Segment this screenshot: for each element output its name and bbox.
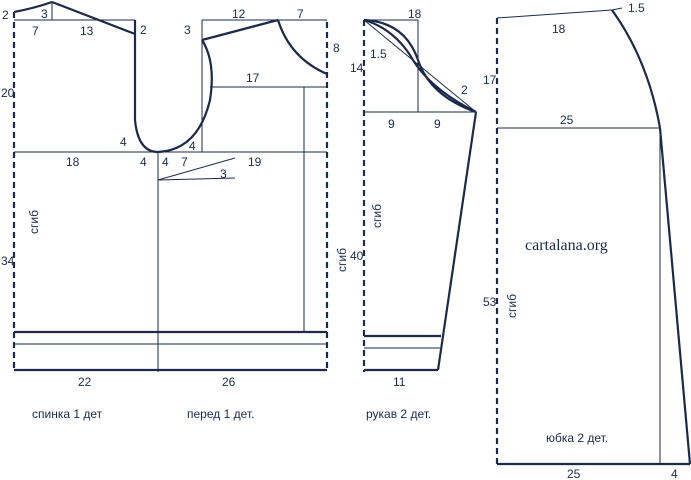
- dim-waist-4a: 4: [140, 155, 147, 169]
- fold-label-skirt: сгиб: [505, 294, 519, 318]
- dim-skirt-25-hem: 25: [567, 467, 581, 480]
- dim-waist-19: 19: [248, 155, 262, 169]
- back-neckline: [13, 0, 53, 14]
- dim-top-3: 3: [41, 7, 48, 21]
- dim-top-13: 13: [80, 24, 94, 38]
- skirt-hip-curve: [611, 9, 662, 129]
- front-armhole-curve: [157, 39, 213, 154]
- dim-sleeve-9b: 9: [434, 117, 441, 131]
- bodice-pattern: [12, 0, 329, 372]
- caption-front: перед 1 дет.: [187, 407, 254, 421]
- caption-back: спинка 1 дет: [32, 407, 103, 421]
- dart-upper: [157, 157, 236, 181]
- caption-skirt: юбка 2 дет.: [546, 431, 608, 445]
- dim-sleeve-9a: 9: [388, 117, 395, 131]
- dim-sleeve-14: 14: [350, 61, 364, 75]
- sleeve-labels: 18 14 1.5 2 9 9 40 сгиб 11 рукав 2 дет.: [350, 7, 468, 421]
- dim-top-12: 12: [232, 7, 246, 21]
- dim-side-8: 8: [333, 41, 340, 55]
- dim-mid-17: 17: [246, 71, 260, 85]
- dim-top-left-2: 2: [2, 8, 9, 22]
- dim-sleeve-11: 11: [393, 375, 406, 389]
- fold-label-back: сгиб: [27, 210, 41, 234]
- skirt-side-seam: [658, 127, 691, 465]
- skirt-pattern: [495, 7, 691, 466]
- sleeve-pattern: [362, 18, 478, 372]
- dim-waist-18: 18: [66, 155, 80, 169]
- dim-armhole-front-3: 3: [184, 23, 191, 37]
- fold-label-front: сгиб: [335, 248, 349, 272]
- dim-skirt-15: 1.5: [628, 1, 645, 15]
- dim-bottom-26: 26: [222, 375, 236, 389]
- dim-sleeve-40: 40: [350, 249, 364, 263]
- dim-sleeve-15: 1.5: [370, 47, 387, 61]
- dim-armhole-back-2: 2: [140, 23, 147, 37]
- dim-armhole-4a: 4: [120, 135, 127, 149]
- skirt-dim-pointer: [611, 7, 623, 11]
- dim-dart-3: 3: [220, 167, 227, 181]
- skirt-waist-line: [496, 9, 613, 19]
- bodice-labels: 2 3 7 13 2 3 12 7 8 20 17 4 4 18 4 4 7 1…: [1, 7, 349, 421]
- dim-left-34: 34: [1, 254, 15, 268]
- sleeve-cap-curve-b: [363, 18, 477, 113]
- dim-skirt-18: 18: [552, 22, 566, 36]
- dim-skirt-17: 17: [483, 73, 497, 87]
- dart-lower: [157, 177, 236, 181]
- caption-sleeve: рукав 2 дет.: [366, 407, 431, 421]
- back-shoulder-line: [51, 0, 136, 36]
- dim-waist-4b: 4: [162, 155, 169, 169]
- dim-left-20: 20: [1, 86, 15, 100]
- dim-sleeve-18: 18: [408, 7, 422, 21]
- dim-skirt-4: 4: [671, 467, 678, 480]
- front-neckline: [276, 19, 328, 76]
- dim-top-7: 7: [32, 24, 39, 38]
- sleeve-underarm-seam: [436, 111, 478, 371]
- dim-sleeve-2: 2: [461, 83, 468, 97]
- front-shoulder-line: [201, 18, 279, 42]
- skirt-labels: 1.5 18 17 25 cartalana.org 53 сгиб юбка …: [483, 1, 678, 480]
- fold-label-sleeve: сгиб: [370, 204, 384, 228]
- dim-armhole-4b: 4: [189, 139, 196, 153]
- dim-waist-7: 7: [181, 155, 188, 169]
- back-armhole-curve: [133, 119, 159, 154]
- dim-skirt-25-hip: 25: [560, 113, 574, 127]
- watermark: cartalana.org: [525, 237, 608, 254]
- dim-top-7b: 7: [297, 7, 304, 21]
- sleeve-cap-curve-a: [363, 18, 477, 114]
- dim-skirt-53: 53: [483, 295, 497, 309]
- dim-bottom-22: 22: [78, 375, 92, 389]
